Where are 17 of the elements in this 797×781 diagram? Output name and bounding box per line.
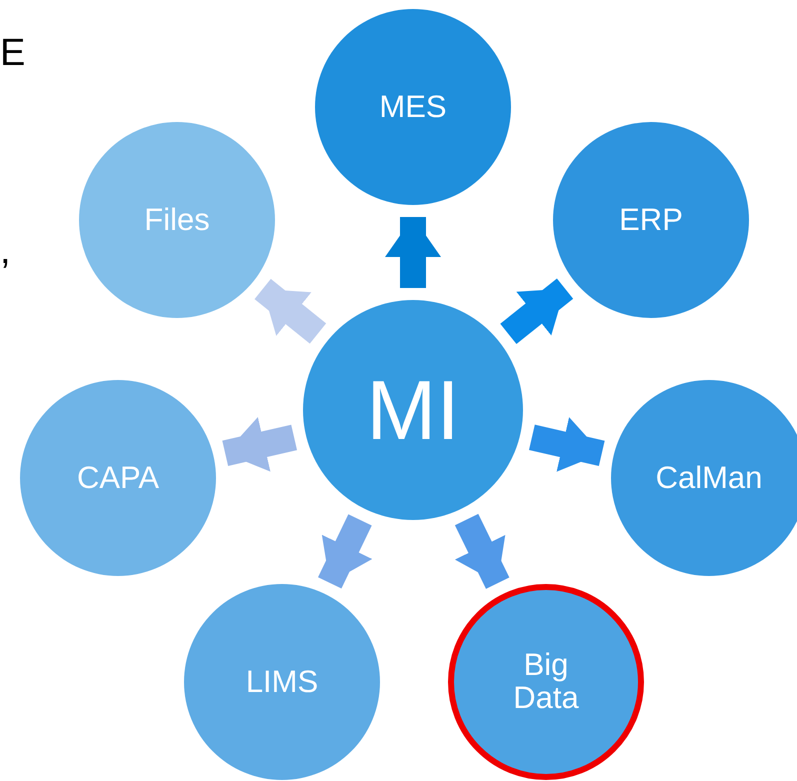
node-label: CalMan [656,462,762,494]
node-label: ERP [619,204,683,236]
block-arrow [222,417,298,472]
text-fragment: E [0,34,26,72]
block-arrow [254,278,326,344]
node-label: LIMS [246,666,318,698]
block-arrow [385,217,441,288]
block-arrow [528,417,605,472]
node-label: Big Data [512,649,580,715]
node-label: CAPA [76,462,160,494]
block-arrow [454,514,510,589]
block-arrow [318,514,372,589]
node-label: Files [144,204,210,236]
block-arrow [500,278,574,344]
text-fragment: , [0,232,11,270]
node-label: MES [379,90,447,124]
node-label: MI [366,366,460,454]
